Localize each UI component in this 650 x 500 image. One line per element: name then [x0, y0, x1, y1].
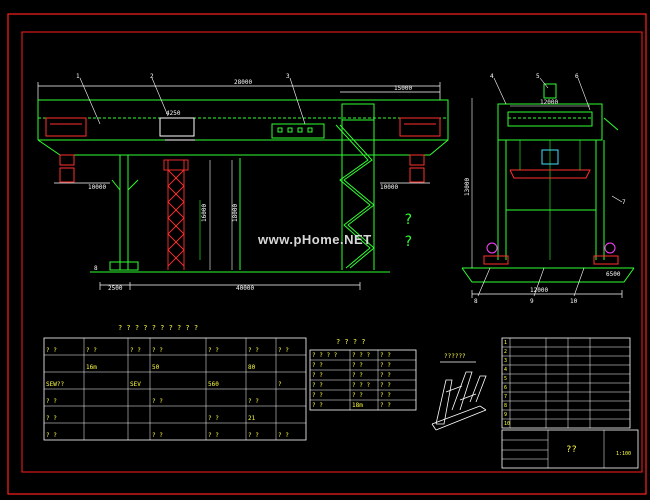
dim-bottom-left: 2500	[108, 285, 123, 292]
spec-table-cell: ? ? ?	[352, 352, 370, 359]
parameter-table-cell: ? ?	[278, 347, 289, 354]
spec-table-cell: ? ?	[380, 362, 391, 369]
parameter-table-cell: SEW??	[46, 381, 64, 388]
parameter-table: ? ? ? ? ? ? ? ? ? ? ? ? ? ? ? ? ? ? ? ? ? ? ? …	[43, 324, 307, 441]
watermark-text: www.pHome.NET	[258, 232, 372, 247]
side-dim-top: 12000	[540, 99, 558, 106]
side-label-9: 9	[530, 298, 534, 305]
title-block-cell: 9	[504, 412, 507, 418]
title-block-cell: 4	[504, 367, 507, 373]
parameter-table-cell: 50	[152, 364, 160, 371]
parameter-table-cell: 80	[248, 364, 256, 371]
parameter-table-cell: 21	[248, 415, 256, 422]
side-label-8: 8	[474, 298, 478, 305]
side-label-10: 10	[570, 298, 578, 305]
title-block-cell: 2	[504, 349, 507, 355]
side-elevation	[461, 77, 635, 298]
detail-sketch: ??????	[431, 353, 487, 431]
spec-table-cell: 18m	[352, 402, 363, 409]
dim-span-total: 28000	[234, 79, 252, 86]
side-label-7: 7	[622, 199, 626, 206]
spec-table-cell: ? ?	[352, 392, 363, 399]
spec-table-cell: ? ?	[352, 372, 363, 379]
parameter-table-cell: ? ?	[208, 432, 219, 439]
spec-table-cell: ? ?	[312, 382, 323, 389]
spec-table-cell: ? ?	[312, 362, 323, 369]
detail-label: ??????	[444, 353, 466, 360]
spec-table-cell: ? ?	[380, 352, 391, 359]
title-block-scale: 1:100	[616, 451, 631, 457]
title-block: 1 2 3 4 5 6 7 8 9 10 ?? 1:100	[501, 337, 639, 469]
parameter-table-cell: ? ?	[152, 398, 163, 405]
left-bottom-note: 8	[94, 265, 98, 272]
dim-height-1: 16000	[201, 204, 208, 222]
title-block-cell: 3	[504, 358, 507, 364]
parameter-table-cell: ? ?	[248, 347, 259, 354]
dim-right: 10000	[380, 184, 398, 191]
parameter-table-cell: ? ?	[248, 432, 259, 439]
side-dim-height: 13000	[464, 178, 471, 196]
spec-table-cell: ? ? ?	[352, 382, 370, 389]
title-block-cell: 8	[504, 403, 507, 409]
title-block-cell: 1	[504, 340, 507, 346]
parameter-table-cell: 560	[208, 381, 219, 388]
spec-table-cell: ? ? ? ?	[312, 352, 338, 359]
leader-label-1: 1	[76, 73, 80, 80]
leader-label-2: 2	[150, 73, 154, 80]
spec-table-cell: ? ?	[380, 402, 391, 409]
spec-table-cell: ? ?	[312, 392, 323, 399]
parameter-table-cell: ? ?	[208, 347, 219, 354]
parameter-table-cell: ? ?	[86, 347, 97, 354]
parameter-table-cell: 16m	[86, 364, 97, 371]
dim-small-box: 4250	[166, 110, 181, 117]
dim-height-2: 18000	[232, 204, 239, 222]
parameter-table-cell: ? ?	[46, 415, 57, 422]
parameter-table-cell: ? ?	[248, 398, 259, 405]
parameter-table-cell: ? ?	[46, 432, 57, 439]
title-block-name: ??	[566, 445, 577, 455]
parameter-table-cell: ? ?	[152, 432, 163, 439]
parameter-table-cell: ? ?	[46, 398, 57, 405]
leader-label-3: 3	[286, 73, 290, 80]
title-block-cell: 7	[504, 394, 507, 400]
title-block-cell: 6	[504, 385, 507, 391]
parameter-table-cell: SEV	[130, 381, 141, 388]
dim-bottom-span: 40000	[236, 285, 254, 292]
spec-table-cell: ? ?	[380, 382, 391, 389]
side-dim-right: 6500	[606, 271, 621, 278]
unknown-mark: ?	[404, 234, 412, 250]
parameter-table-cell: ? ?	[152, 347, 163, 354]
front-elevation	[37, 77, 449, 290]
parameter-table-cell: ? ?	[208, 415, 219, 422]
spec-table-title: ? ? ? ?	[336, 338, 366, 346]
side-label-5: 5	[536, 73, 540, 80]
spec-table-cell: ? ?	[312, 402, 323, 409]
title-block-cell: 5	[504, 376, 507, 382]
parameter-table-cell: ? ?	[46, 347, 57, 354]
unknown-mark: ?	[404, 212, 412, 228]
side-label-6: 6	[575, 73, 579, 80]
parameter-table-title: ? ? ? ? ? ? ? ? ? ?	[118, 324, 198, 332]
dim-left: 10000	[88, 184, 106, 191]
parameter-table-cell: ? ?	[278, 432, 289, 439]
outer-frame	[7, 13, 647, 495]
spec-table-cell: ? ?	[380, 392, 391, 399]
parameter-table-cell: ?	[278, 381, 282, 388]
parameter-table-cell: ? ?	[130, 347, 141, 354]
spec-table-cell: ? ?	[352, 362, 363, 369]
title-block-lower-frame	[501, 429, 639, 469]
spec-table: ? ? ? ? ? ? ? ? ? ? ? ? ? ? ? ? ? ? ? ? ? ? ? ? …	[309, 338, 417, 411]
spec-table-cell: ? ?	[380, 372, 391, 379]
inner-frame	[21, 31, 643, 473]
side-dim-bottom: 12000	[530, 287, 548, 294]
title-block-cell: 10	[504, 421, 510, 427]
side-label-4: 4	[490, 73, 494, 80]
dim-span-right: 15000	[394, 85, 412, 92]
spec-table-cell: ? ?	[312, 372, 323, 379]
